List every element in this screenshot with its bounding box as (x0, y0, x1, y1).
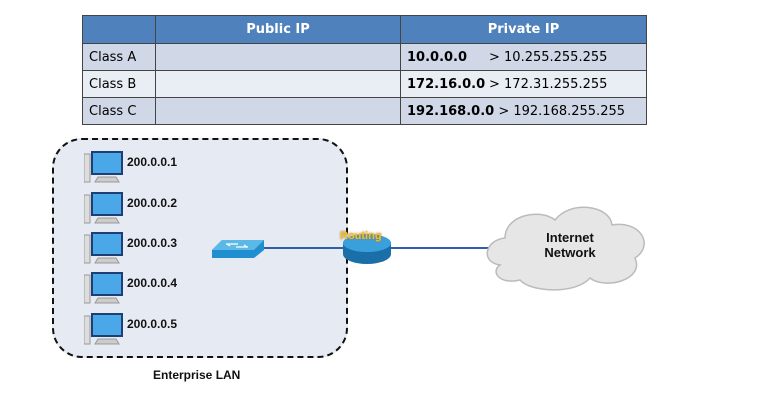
header-private-ip: Private IP (400, 15, 647, 44)
table-row: Class B 172.16.0.0> 172.31.255.255 (82, 70, 647, 98)
host-ip: 200.0.0.2 (127, 196, 178, 210)
table-row: Class A 10.0.0.0> 10.255.255.255 (82, 43, 647, 71)
computer-icon (84, 232, 123, 264)
private-start: 192.168.0.0 (407, 103, 495, 119)
class-cell: Class C (82, 97, 156, 125)
cloud-label: Internet Network (530, 230, 610, 260)
header-blank (82, 15, 156, 44)
host-ip: 200.0.0.1 (127, 155, 178, 169)
router-label: Routing (340, 230, 382, 242)
private-cell: 192.168.0.0 > 192.168.255.255 (400, 97, 647, 125)
private-end: > 192.168.255.255 (498, 103, 626, 119)
host-pc: 200.0.0.3 (84, 231, 234, 267)
class-cell: Class B (82, 70, 156, 98)
host-ip: 200.0.0.4 (127, 276, 178, 290)
private-end: > 172.31.255.255 (489, 76, 608, 92)
computer-icon (84, 272, 123, 304)
host-pc: 200.0.0.4 (84, 271, 234, 307)
private-cell: 10.0.0.0 > 10.255.255.255 (400, 43, 647, 71)
router-icon (343, 234, 391, 264)
host-ip: 200.0.0.3 (127, 236, 178, 250)
table-row: Class C 192.168.0.0 > 192.168.255.255 (82, 97, 647, 125)
host-ip: 200.0.0.5 (127, 317, 178, 331)
host-pc: 200.0.0.5 (84, 312, 234, 348)
computer-icon (84, 313, 123, 345)
switch-icon (212, 240, 264, 258)
ip-class-table: Public IP Private IP Class A 10.0.0.0> 1… (82, 15, 647, 125)
private-start: 10.0.0.0 (407, 49, 468, 65)
cloud-icon (486, 206, 645, 291)
private-end: > 10.255.255.255 (489, 49, 608, 65)
host-pc: 200.0.0.2 (84, 191, 234, 227)
cloud-label-line2: Network (544, 245, 596, 260)
lan-label: Enterprise LAN (153, 368, 241, 382)
private-start: 172.16.0.0 (407, 76, 486, 92)
computer-icon (84, 192, 123, 224)
public-cell (155, 97, 401, 125)
public-cell (155, 70, 401, 98)
computer-icon (84, 151, 123, 183)
host-pc: 200.0.0.1 (84, 150, 234, 186)
cloud-label-line1: Internet (546, 230, 594, 245)
